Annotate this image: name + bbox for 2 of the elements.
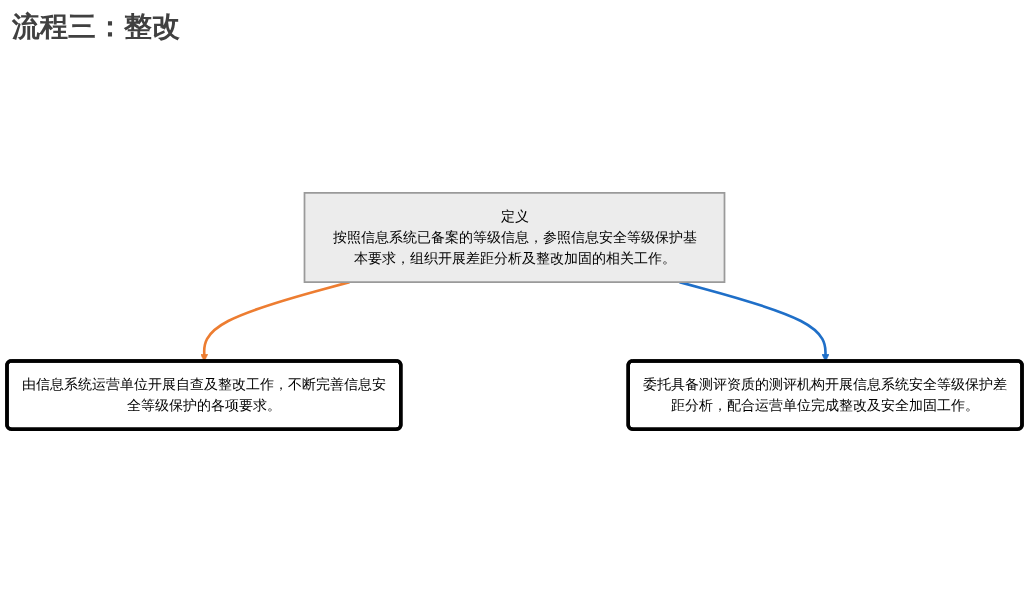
- title: 流程三：整改: [12, 9, 181, 45]
- node-box: 定义 按照信息系统已备案的等级信息，参照信息安全等级保护基本要求，组织开展差距分析及整改加固的相关工作。: [303, 192, 726, 283]
